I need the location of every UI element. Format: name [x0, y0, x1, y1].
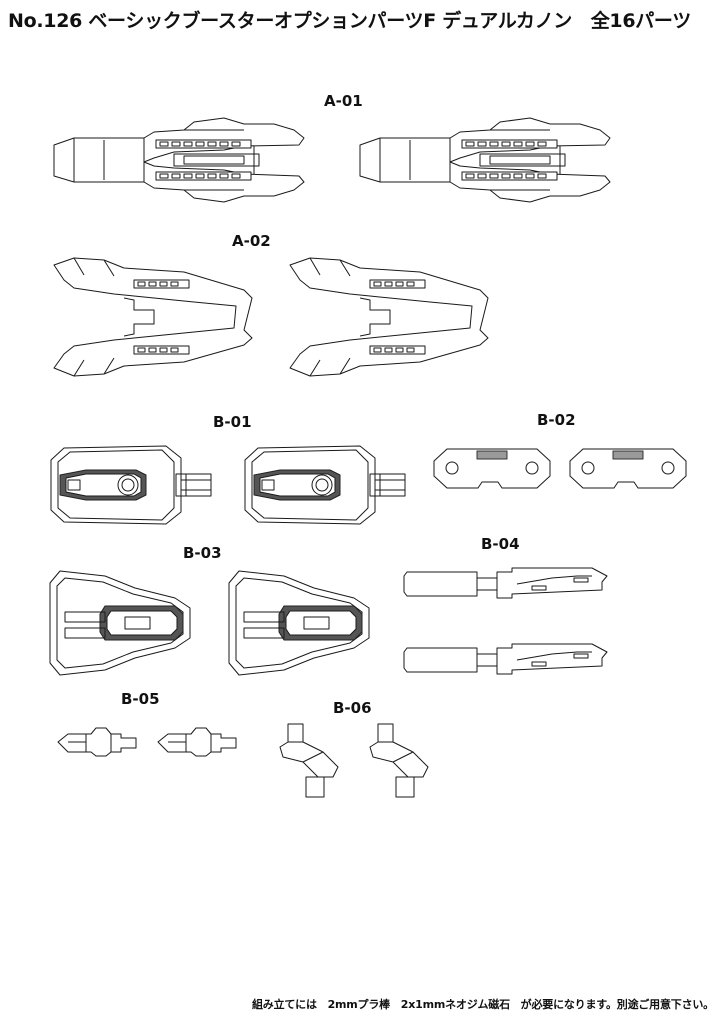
part-b04-top [403, 567, 608, 599]
sheet-title: No.126 ベーシックブースターオプションパーツF デュアルカノン 全16パー… [8, 10, 691, 32]
part-b05-right [157, 727, 237, 757]
part-label-b04: B-04 [481, 535, 520, 553]
part-label-a01: A-01 [324, 92, 363, 110]
part-label-b01: B-01 [213, 413, 252, 431]
part-b02-left [433, 448, 551, 489]
part-b06-left [279, 723, 339, 798]
part-label-b03: B-03 [183, 544, 222, 562]
part-b03-right [228, 570, 370, 676]
part-label-b05: B-05 [121, 690, 160, 708]
part-a01-right [359, 117, 611, 203]
part-b06-right [369, 723, 429, 798]
part-a02-left [53, 257, 253, 377]
part-label-b06: B-06 [333, 699, 372, 717]
footer-note: 組み立てには 2mmプラ棒 2x1mmネオジム磁石 が必要になります。別途ご用意… [251, 998, 714, 1011]
part-label-b02: B-02 [537, 411, 576, 429]
part-b01-left [50, 445, 212, 525]
part-a01-left [53, 117, 305, 203]
part-label-a02: A-02 [232, 232, 271, 250]
part-b02-right [569, 448, 687, 489]
part-b04-bottom [403, 643, 608, 675]
part-b05-left [57, 727, 137, 757]
part-b01-right [244, 445, 406, 525]
part-a02-right [289, 257, 489, 377]
part-b03-left [49, 570, 191, 676]
